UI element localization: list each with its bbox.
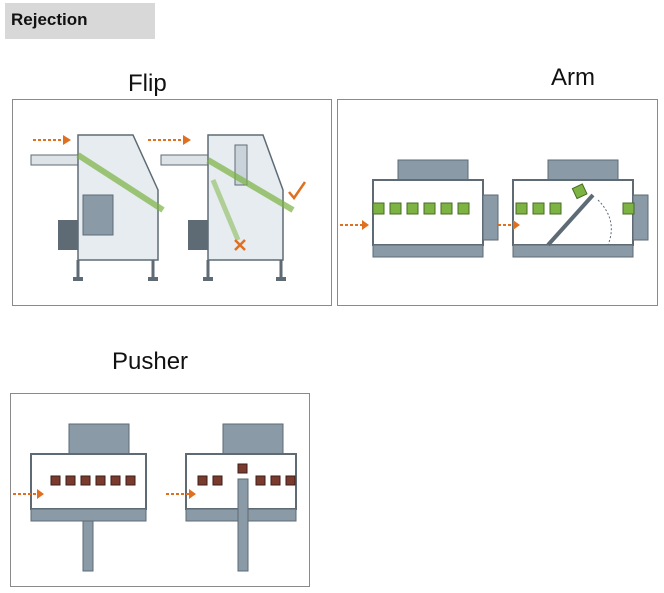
accept-check-icon xyxy=(288,181,307,201)
pusher-machine-left xyxy=(13,423,147,572)
arrow-head-icon xyxy=(37,489,44,499)
arm-machine-right xyxy=(498,159,649,258)
arm-machine-left xyxy=(340,159,499,258)
flip-diagram xyxy=(30,134,307,281)
flip-machine-left xyxy=(30,134,165,281)
section-header xyxy=(5,3,155,39)
product-row xyxy=(372,202,470,215)
arrow-head-icon xyxy=(513,220,520,230)
arm-diagram xyxy=(340,159,649,258)
pusher-diagram xyxy=(13,423,297,572)
flip-diagram-panel xyxy=(12,99,332,306)
product-row xyxy=(197,463,296,486)
pusher-diagram-panel xyxy=(10,393,310,587)
pusher-cylinder xyxy=(237,478,249,572)
arm-diagram-panel xyxy=(337,99,658,306)
pusher-title: Pusher xyxy=(112,348,189,375)
arrow-head-icon xyxy=(362,220,369,230)
product-row xyxy=(515,183,635,215)
section-header-label: Rejection xyxy=(11,10,88,29)
arm-title: Arm xyxy=(551,64,595,91)
arrow-head-icon xyxy=(63,135,71,145)
pusher-machine-right xyxy=(166,423,297,572)
rejection-arm xyxy=(546,193,595,247)
flip-title: Flip xyxy=(128,70,167,97)
flip-machine-right xyxy=(148,134,307,281)
product-row xyxy=(50,475,136,486)
pusher-cylinder xyxy=(82,520,94,572)
arrow-head-icon xyxy=(183,135,191,145)
reject-cross-icon xyxy=(234,239,246,251)
arrow-head-icon xyxy=(189,489,196,499)
